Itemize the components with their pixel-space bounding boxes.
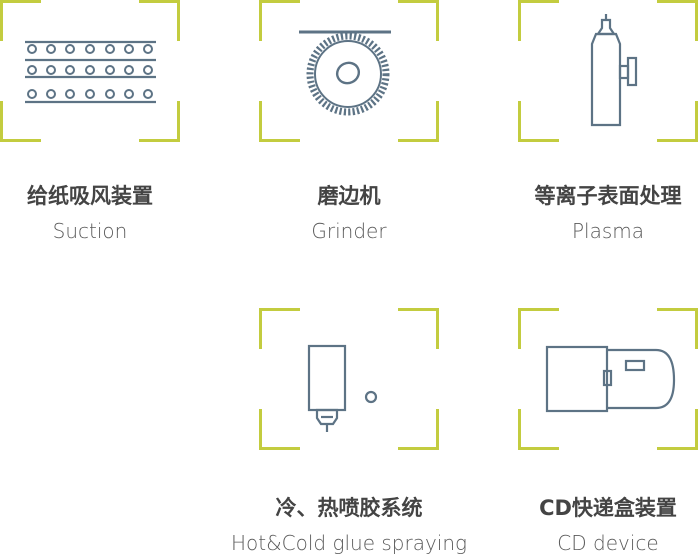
- suction-icon: [25, 40, 156, 104]
- feature-title: 给纸吸风装置: [27, 184, 153, 208]
- card-frame: [0, 0, 180, 142]
- feature-title: 磨边机: [317, 184, 381, 208]
- feature-subtitle: Grinder: [311, 219, 387, 243]
- feature-card-plasma: 等离子表面处理 Plasma: [518, 0, 699, 243]
- feature-card-cd: CD快递盒装置 CD device: [518, 308, 699, 555]
- feature-subtitle: Hot&Cold glue spraying: [230, 531, 468, 555]
- card-frame: [518, 0, 698, 142]
- plasma-icon: [590, 14, 638, 127]
- card-frame: [518, 308, 698, 450]
- card-frame: [259, 0, 439, 142]
- feature-card-glue: 冷、热喷胶系统 Hot&Cold glue spraying: [231, 308, 467, 555]
- feature-subtitle: Plasma: [571, 219, 645, 243]
- card-frame: [259, 308, 439, 450]
- glue-spray-icon: [307, 344, 378, 432]
- feature-title: 冷、热喷胶系统: [275, 496, 423, 520]
- feature-title: 等离子表面处理: [534, 184, 682, 208]
- feature-subtitle: Suction: [52, 219, 128, 243]
- grinder-icon: [299, 30, 391, 116]
- cd-device-icon: [545, 345, 676, 413]
- feature-card-grinder: 磨边机 Grinder: [259, 0, 459, 243]
- feature-title: CD快递盒装置: [539, 496, 677, 520]
- feature-card-suction: 给纸吸风装置 Suction: [0, 0, 200, 243]
- feature-subtitle: CD device: [557, 531, 659, 555]
